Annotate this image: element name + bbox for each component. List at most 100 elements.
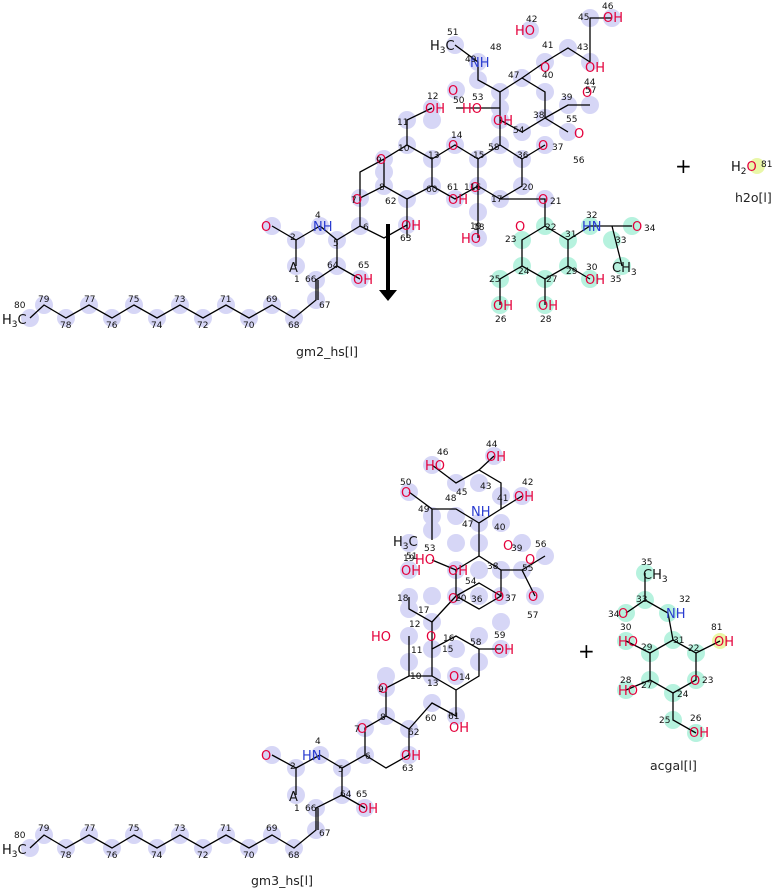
svg-text:46: 46 <box>602 2 614 12</box>
svg-text:74: 74 <box>151 851 163 861</box>
gm3-label: gm3_hs[l] <box>251 873 313 888</box>
svg-text:48: 48 <box>490 43 502 53</box>
svg-text:7: 7 <box>354 725 360 735</box>
svg-text:79: 79 <box>38 295 50 305</box>
gm3-molecule <box>21 447 554 857</box>
svg-text:76: 76 <box>106 321 118 331</box>
svg-text:O: O <box>448 592 458 607</box>
svg-text:75: 75 <box>128 295 139 305</box>
svg-text:O: O <box>261 749 271 764</box>
svg-text:57: 57 <box>527 611 538 621</box>
svg-text:22: 22 <box>545 223 556 233</box>
svg-text:56: 56 <box>535 540 547 550</box>
svg-text:HO: HO <box>515 24 535 39</box>
svg-text:68: 68 <box>288 321 300 331</box>
svg-text:74: 74 <box>151 321 163 331</box>
svg-text:O: O <box>582 86 592 101</box>
svg-text:62: 62 <box>385 197 396 207</box>
svg-text:44: 44 <box>486 440 498 450</box>
svg-text:NH: NH <box>470 56 490 71</box>
svg-text:70: 70 <box>243 851 255 861</box>
svg-text:14: 14 <box>459 673 471 683</box>
svg-text:8: 8 <box>379 183 385 193</box>
svg-text:61: 61 <box>447 183 458 193</box>
svg-text:65: 65 <box>356 790 367 800</box>
svg-text:25: 25 <box>489 275 500 285</box>
svg-text:12: 12 <box>409 620 420 630</box>
svg-text:OH: OH <box>401 219 421 234</box>
svg-text:58: 58 <box>488 143 500 153</box>
svg-text:37: 37 <box>505 594 516 604</box>
svg-text:73: 73 <box>174 824 185 834</box>
svg-text:NH: NH <box>313 220 333 235</box>
svg-text:78: 78 <box>60 321 72 331</box>
svg-text:29: 29 <box>641 643 653 653</box>
svg-text:14: 14 <box>451 131 463 141</box>
svg-text:12: 12 <box>427 92 438 102</box>
water-atom-number: 81 <box>761 160 772 170</box>
svg-text:22: 22 <box>688 644 699 654</box>
svg-text:OH: OH <box>493 114 513 129</box>
svg-text:26: 26 <box>690 714 702 724</box>
svg-text:28: 28 <box>620 676 632 686</box>
svg-text:7: 7 <box>351 196 357 206</box>
svg-text:O: O <box>515 220 525 235</box>
svg-text:2: 2 <box>290 233 296 243</box>
svg-text:20: 20 <box>522 183 534 193</box>
svg-text:11: 11 <box>397 118 408 128</box>
svg-text:OH: OH <box>494 643 514 658</box>
svg-text:O: O <box>538 139 548 154</box>
svg-text:8: 8 <box>380 713 386 723</box>
svg-text:39: 39 <box>561 93 573 103</box>
svg-text:OH: OH <box>448 564 468 579</box>
svg-text:50: 50 <box>400 478 412 488</box>
svg-text:OH: OH <box>401 749 421 764</box>
svg-text:CH3: CH3 <box>643 568 668 585</box>
svg-text:38: 38 <box>533 111 545 121</box>
svg-text:19: 19 <box>470 222 482 232</box>
svg-text:46: 46 <box>437 448 449 458</box>
svg-text:67: 67 <box>319 829 330 839</box>
svg-text:62: 62 <box>408 728 419 738</box>
svg-text:60: 60 <box>426 185 438 195</box>
svg-text:HN: HN <box>582 220 602 235</box>
svg-text:30: 30 <box>620 623 632 633</box>
svg-text:79: 79 <box>38 824 50 834</box>
svg-text:41: 41 <box>497 494 508 504</box>
svg-text:66: 66 <box>305 275 317 285</box>
svg-text:18: 18 <box>397 594 409 604</box>
svg-text:OH: OH <box>538 299 558 314</box>
svg-text:10: 10 <box>410 672 422 682</box>
svg-text:16: 16 <box>443 634 455 644</box>
svg-text:64: 64 <box>327 261 339 271</box>
svg-text:O: O <box>525 553 535 568</box>
svg-text:H3C: H3C <box>430 39 455 56</box>
svg-text:48: 48 <box>445 494 457 504</box>
svg-text:O: O <box>352 193 362 208</box>
svg-text:21: 21 <box>550 197 561 207</box>
svg-text:60: 60 <box>425 714 437 724</box>
svg-text:O: O <box>632 220 642 235</box>
svg-text:36: 36 <box>517 151 529 161</box>
svg-text:O: O <box>540 61 550 76</box>
svg-text:76: 76 <box>106 851 118 861</box>
svg-text:23: 23 <box>505 235 516 245</box>
svg-text:37: 37 <box>552 143 563 153</box>
svg-text:OH: OH <box>585 61 605 76</box>
svg-text:73: 73 <box>174 295 185 305</box>
svg-text:O: O <box>574 127 584 142</box>
svg-text:6: 6 <box>365 752 371 762</box>
svg-text:39: 39 <box>511 544 523 554</box>
svg-text:44: 44 <box>584 78 596 88</box>
svg-text:65: 65 <box>358 261 369 271</box>
svg-text:HO: HO <box>461 232 481 247</box>
svg-text:O: O <box>376 153 386 168</box>
svg-text:77: 77 <box>84 824 95 834</box>
svg-text:31: 31 <box>673 636 684 646</box>
svg-text:72: 72 <box>197 851 208 861</box>
svg-text:OH: OH <box>358 802 378 817</box>
svg-text:O: O <box>538 193 548 208</box>
